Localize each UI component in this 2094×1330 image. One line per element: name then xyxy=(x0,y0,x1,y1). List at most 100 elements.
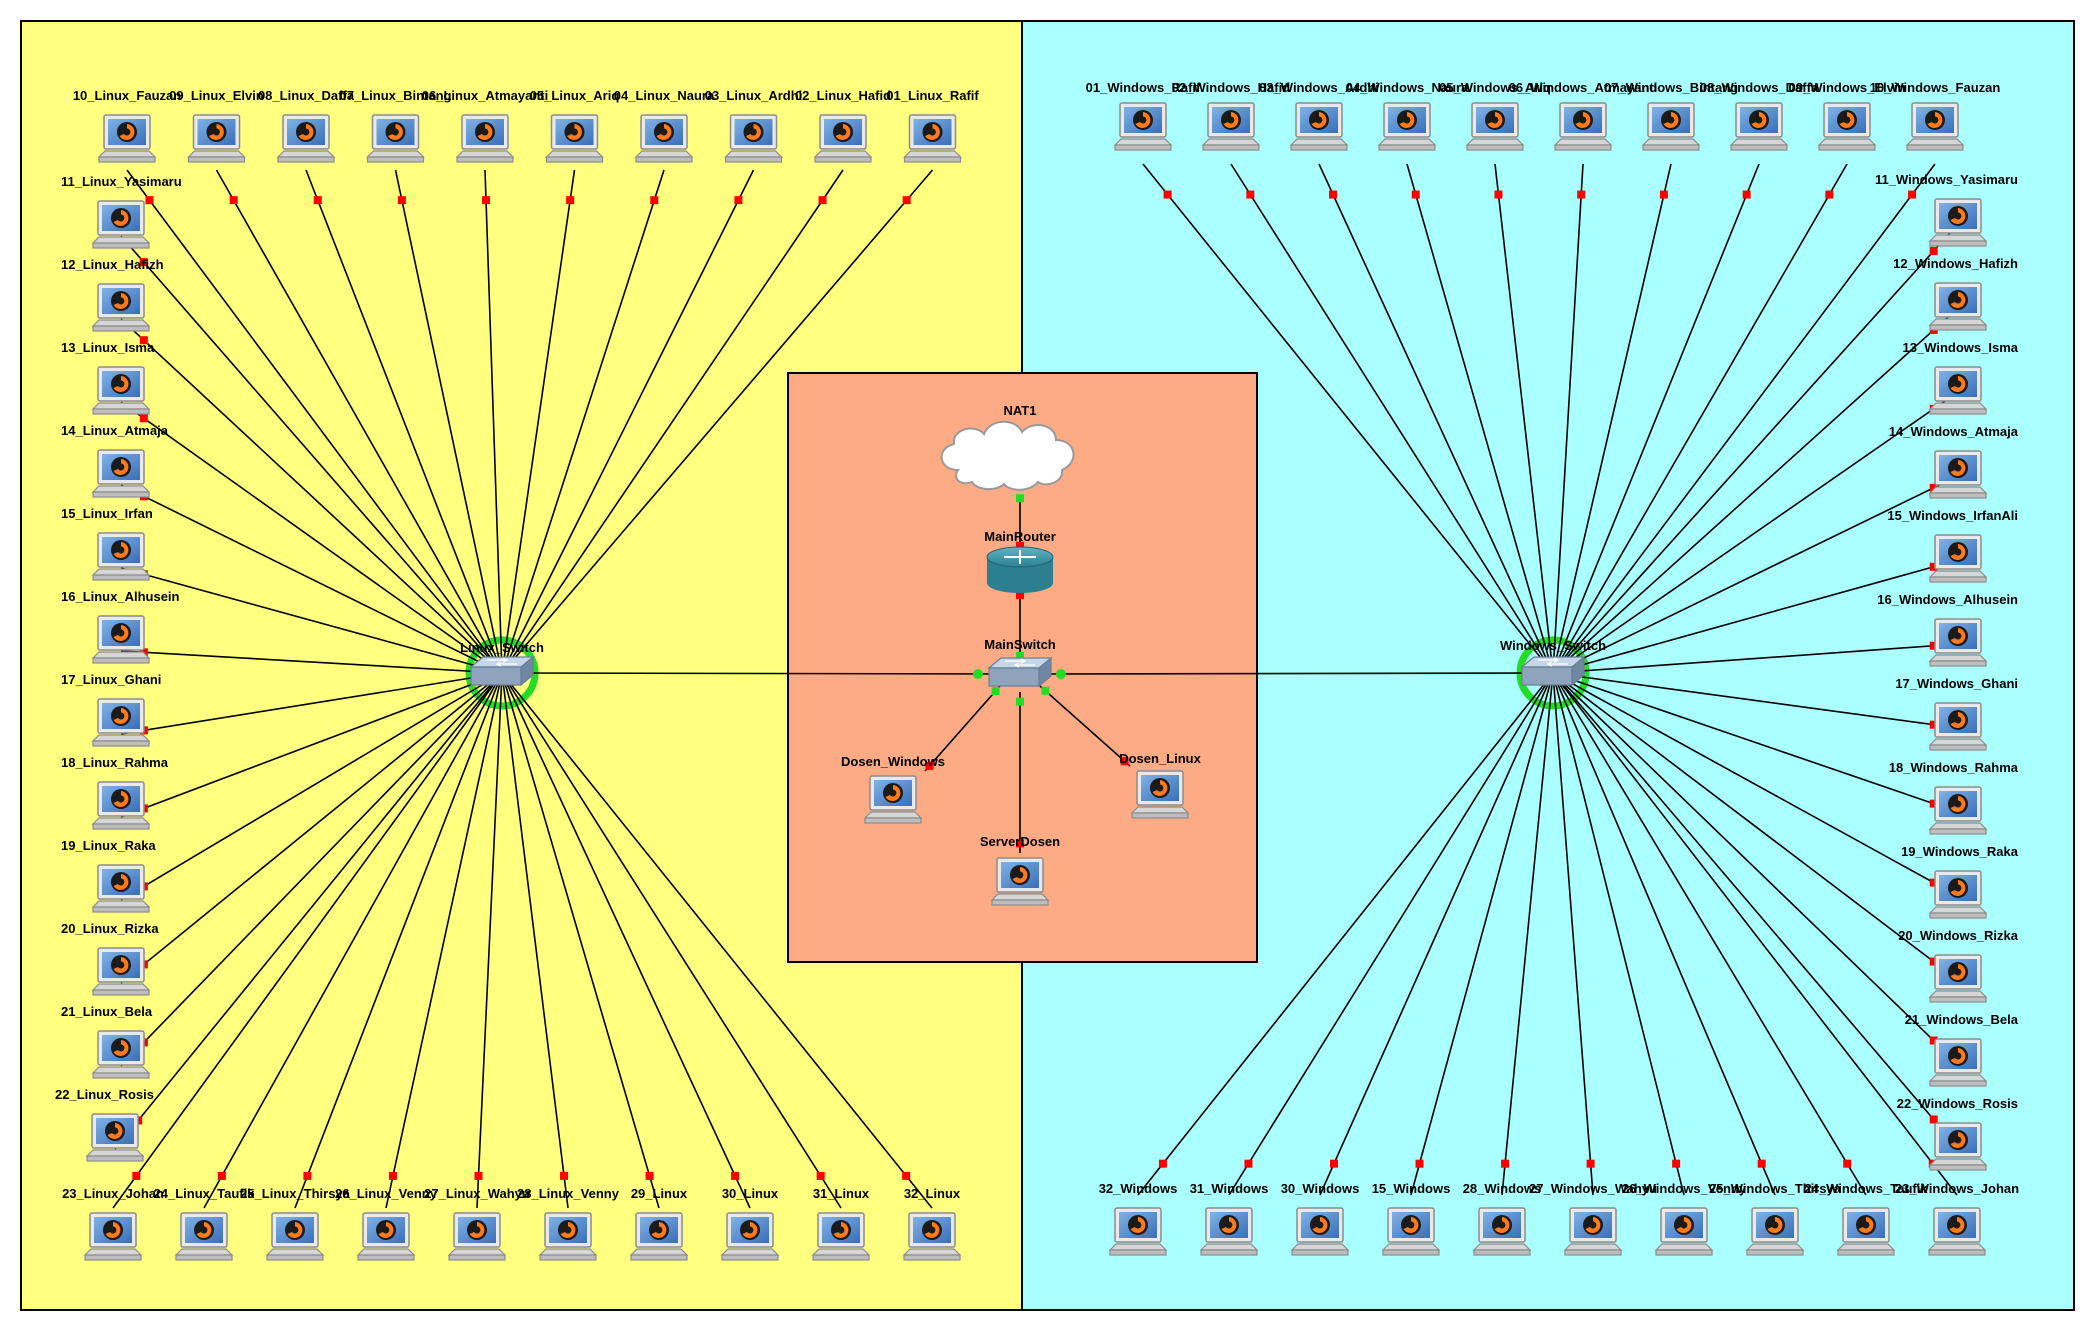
09-windows-elvin-link xyxy=(1552,163,1848,674)
21-windows-bela-host-icon[interactable] xyxy=(1929,1038,1987,1087)
19-windows-raka-link xyxy=(1552,672,1959,897)
24-windows-taufik-host-icon[interactable] xyxy=(1837,1207,1895,1256)
25-windows-thirsya-host-icon[interactable] xyxy=(1746,1207,1804,1256)
26-linux-venny-host-icon[interactable] xyxy=(357,1212,415,1261)
main-switch-port-left xyxy=(973,669,983,679)
11-windows-yasimaru-host-icon[interactable] xyxy=(1929,198,1987,247)
15-windows-host-icon[interactable] xyxy=(1382,1207,1440,1256)
linux-switch-switch-icon[interactable] xyxy=(470,656,534,686)
12-linux-hafizh-host-icon[interactable] xyxy=(92,283,150,332)
15-windows-label: 15_Windows xyxy=(1372,1181,1451,1196)
07-windows-bintang-host-icon[interactable] xyxy=(1642,102,1700,151)
17-windows-ghani-host-icon[interactable] xyxy=(1929,702,1987,751)
30-linux-host-icon[interactable] xyxy=(721,1212,779,1261)
02-linux-hafid-host-icon[interactable] xyxy=(814,114,872,163)
10-linux-fauzan-host-icon[interactable] xyxy=(98,114,156,163)
16-windows-alhusein-host-icon[interactable] xyxy=(1929,618,1987,667)
05-linux-ariq-host-icon[interactable] xyxy=(545,114,604,163)
12-windows-hafizh-host-icon[interactable] xyxy=(1929,282,1987,331)
22-windows-rosis-port-a xyxy=(1929,1115,1938,1124)
24-linux-taufik-host-icon[interactable] xyxy=(175,1212,233,1261)
31-linux-label: 31_Linux xyxy=(813,1186,870,1201)
server-dosen-host-icon[interactable] xyxy=(991,857,1049,906)
23-linux-johan-host-icon[interactable] xyxy=(84,1212,142,1261)
15-windows-irfanali-host-icon[interactable] xyxy=(1929,534,1987,583)
23-linux-johan-link xyxy=(112,672,503,1209)
23-windows-johan-host-icon[interactable] xyxy=(1928,1207,1986,1256)
28-windows-host-icon[interactable] xyxy=(1473,1207,1531,1256)
windows-switch-switch-icon[interactable] xyxy=(1521,656,1585,686)
dosen-linux-link xyxy=(1039,685,1131,767)
27-linux-wahyu-link xyxy=(476,672,503,1209)
32-windows-host-icon[interactable] xyxy=(1109,1207,1167,1256)
20-linux-rizka-host-icon[interactable] xyxy=(92,947,150,996)
08-windows-daffa-host-icon[interactable] xyxy=(1730,102,1788,151)
21-linux-bela-host-icon[interactable] xyxy=(92,1030,150,1079)
16-linux-alhusein-host-icon[interactable] xyxy=(92,615,150,664)
07-linux-bintang-host-icon[interactable] xyxy=(366,114,425,163)
09-windows-elvin-host-icon[interactable] xyxy=(1818,102,1876,151)
dosen-windows-host-icon[interactable] xyxy=(864,775,922,824)
30-windows-host-icon[interactable] xyxy=(1291,1207,1349,1256)
05-windows-ariq-host-icon[interactable] xyxy=(1466,102,1524,151)
main-switch-switch-icon[interactable] xyxy=(988,657,1052,687)
20-windows-rizka-host-icon[interactable] xyxy=(1929,954,1987,1003)
27-linux-wahyu-port-a xyxy=(474,1171,483,1180)
18-windows-rahma-label: 18_Windows_Rahma xyxy=(1889,760,2019,775)
31-linux-host-icon[interactable] xyxy=(812,1212,870,1261)
04-windows-naura-host-icon[interactable] xyxy=(1378,102,1436,151)
21-windows-bela-label: 21_Windows_Bela xyxy=(1905,1012,2019,1027)
dosen-linux-host-icon[interactable] xyxy=(1131,770,1189,819)
nat-cloud-icon[interactable] xyxy=(940,420,1075,491)
03-linux-ardhi-host-icon[interactable] xyxy=(724,114,783,163)
14-linux-atmaja-host-icon[interactable] xyxy=(92,449,150,498)
05-windows-ariq-port-a xyxy=(1494,190,1503,199)
17-linux-ghani-host-icon[interactable] xyxy=(92,698,150,747)
25-linux-thirsya-host-icon[interactable] xyxy=(266,1212,324,1261)
10-windows-fauzan-label: 10_Windows_Fauzan xyxy=(1870,80,2001,95)
02-linux-hafid-label: 02_Linux_Hafid xyxy=(795,88,891,103)
18-linux-rahma-host-icon[interactable] xyxy=(92,781,150,830)
07-windows-bintang-port-a xyxy=(1659,190,1668,199)
09-linux-elvin-host-icon[interactable] xyxy=(187,114,246,163)
27-linux-wahyu-host-icon[interactable] xyxy=(448,1212,506,1261)
28-linux-venny-host-icon[interactable] xyxy=(539,1212,597,1261)
32-linux-host-icon[interactable] xyxy=(903,1212,961,1261)
08-linux-daffa-host-icon[interactable] xyxy=(277,114,335,163)
02-windows-hafid-host-icon[interactable] xyxy=(1202,102,1260,151)
26-windows-venny-host-icon[interactable] xyxy=(1655,1207,1713,1256)
15-linux-irfan-host-icon[interactable] xyxy=(92,532,150,581)
31-windows-host-icon[interactable] xyxy=(1200,1207,1258,1256)
32-windows-port-a xyxy=(1158,1159,1167,1168)
06-linux-atmayanti-host-icon[interactable] xyxy=(456,114,514,163)
04-linux-naura-host-icon[interactable] xyxy=(635,114,693,163)
19-windows-raka-host-icon[interactable] xyxy=(1929,870,1987,919)
13-windows-isma-host-icon[interactable] xyxy=(1929,366,1987,415)
08-windows-daffa-label: 08_Windows_Daffa xyxy=(1700,80,1819,95)
01-linux-rafif-host-icon[interactable] xyxy=(903,114,962,163)
06-windows-atmayanti-label: 06_Windows_Atmayanti xyxy=(1509,80,1658,95)
10-windows-fauzan-host-icon[interactable] xyxy=(1906,102,1964,151)
11-linux-yasimaru-label: 11_Linux_Yasimaru xyxy=(61,174,182,189)
22-windows-rosis-host-icon[interactable] xyxy=(1929,1122,1987,1171)
07-windows-bintang-link xyxy=(1552,163,1672,674)
04-windows-naura-link xyxy=(1406,163,1554,674)
16-windows-alhusein-link xyxy=(1552,643,1959,674)
22-linux-rosis-host-icon[interactable] xyxy=(86,1113,144,1162)
18-windows-rahma-host-icon[interactable] xyxy=(1929,786,1987,835)
03-windows-ardhi-host-icon[interactable] xyxy=(1290,102,1348,151)
01-windows-rafif-host-icon[interactable] xyxy=(1114,102,1172,151)
09-linux-elvin-port-a xyxy=(229,196,238,205)
11-linux-yasimaru-host-icon[interactable] xyxy=(92,200,150,249)
30-windows-link xyxy=(1319,672,1554,1196)
20-windows-rizka-label: 20_Windows_Rizka xyxy=(1898,928,2019,943)
27-windows-wahyu-host-icon[interactable] xyxy=(1564,1207,1622,1256)
13-linux-isma-host-icon[interactable] xyxy=(92,366,150,415)
nat1-label: NAT1 xyxy=(1004,403,1037,418)
14-windows-atmaja-host-icon[interactable] xyxy=(1929,450,1987,499)
29-linux-host-icon[interactable] xyxy=(630,1212,688,1261)
06-linux-atmayanti-link xyxy=(484,169,503,674)
dosen-windows-label: Dosen_Windows xyxy=(841,754,945,769)
06-windows-atmayanti-host-icon[interactable] xyxy=(1554,102,1612,151)
19-linux-raka-host-icon[interactable] xyxy=(92,864,150,913)
